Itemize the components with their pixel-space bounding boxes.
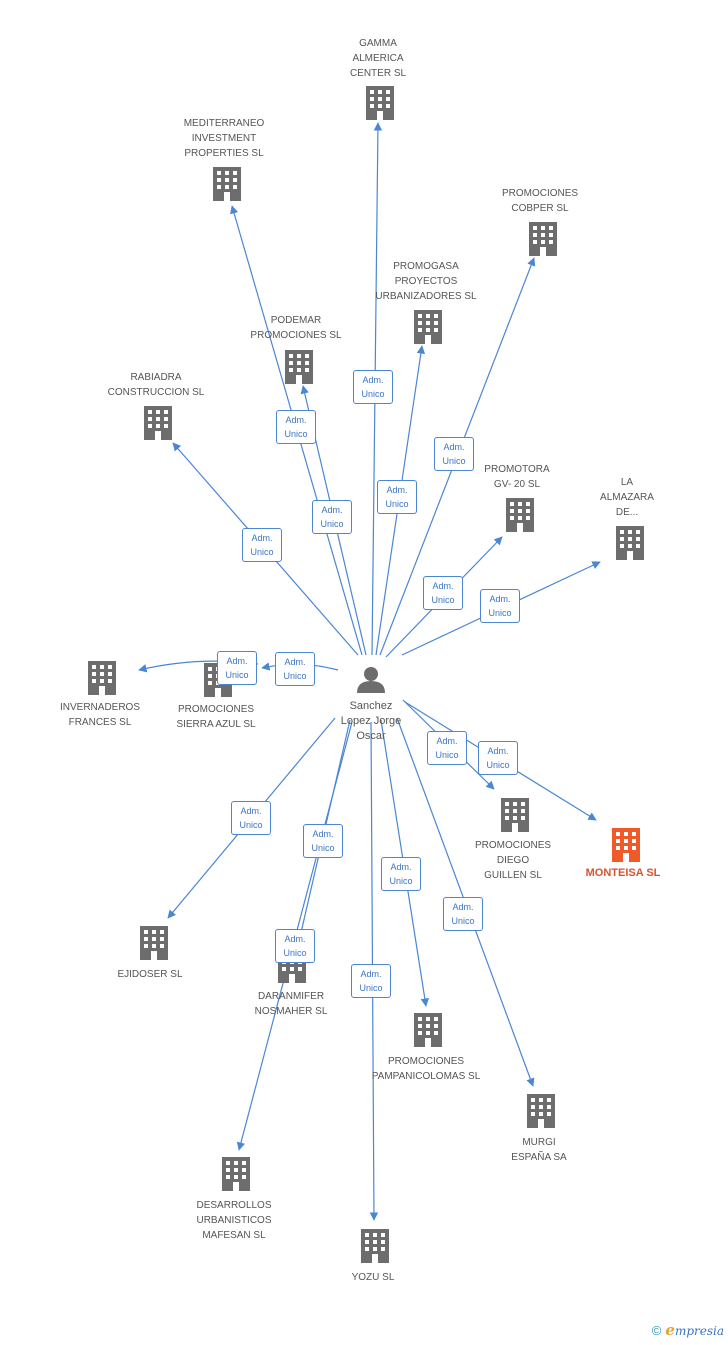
role-badge-guillen[interactable]: Adm. Unico (427, 731, 467, 765)
role-badge-almazara[interactable]: Adm. Unico (480, 589, 520, 623)
company-label-rabiadra[interactable]: RABIADRA CONSTRUCCION SL (107, 372, 205, 398)
company-label-pampanicolomas[interactable]: PROMOCIONES PAMPANICOLOMAS SL (371, 1056, 481, 1082)
role-badge-mediterraneo[interactable]: Adm. Unico (312, 500, 352, 534)
company-label-cobper[interactable]: PROMOCIONES COBPER SL (501, 188, 579, 214)
company-label-almazara[interactable]: LA ALMAZARA DE... (600, 477, 654, 518)
company-label-mafesan[interactable]: DESARROLLOS URBANISTICOS MAFESAN SL (196, 1200, 272, 1241)
role-badge-murgi[interactable]: Adm. Unico (443, 897, 483, 931)
building-icon-promogasa[interactable] (414, 310, 442, 344)
brand-logo-text: mpresia (674, 1324, 724, 1338)
building-icon-guillen[interactable] (501, 798, 529, 832)
role-badge-ejidoser[interactable]: Adm. Unico (231, 801, 271, 835)
role-badge-podemar[interactable]: Adm. Unico (276, 410, 316, 444)
role-badge-gamma[interactable]: Adm. Unico (353, 370, 393, 404)
role-badge-pampanicolomas[interactable]: Adm. Unico (381, 857, 421, 891)
building-icon-almazara[interactable] (616, 526, 644, 560)
company-label-sierra[interactable]: PROMOCIONES SIERRA AZUL SL (176, 704, 256, 730)
building-icon-pampanicolomas[interactable] (414, 1013, 442, 1047)
role-badge-rabiadra[interactable]: Adm. Unico (242, 528, 282, 562)
company-label-promotora[interactable]: PROMOTORA GV- 20 SL (484, 464, 550, 490)
role-badge-promogasa[interactable]: Adm. Unico (377, 480, 417, 514)
building-icon-invernaderos[interactable] (88, 661, 116, 695)
company-label-monteisa[interactable]: MONTEISA SL (585, 867, 661, 879)
copyright-symbol: © (651, 1323, 662, 1338)
company-label-guillen[interactable]: PROMOCIONES DIEGO GUILLEN SL (474, 840, 552, 881)
building-icon-podemar[interactable] (285, 350, 313, 384)
company-label-gamma[interactable]: GAMMA ALMERICA CENTER SL (349, 38, 407, 79)
company-label-murgi[interactable]: MURGI ESPAÑA SA (511, 1137, 567, 1163)
person-label[interactable]: Sanchez Lopez Jorge Oscar (340, 700, 402, 742)
person-icon (357, 667, 385, 693)
role-badge-invernaderos[interactable]: Adm. Unico (275, 652, 315, 686)
brand-footer: ©empresia (652, 1321, 724, 1339)
company-label-promogasa[interactable]: PROMOGASA PROYECTOS URBANIZADORES SL (375, 261, 477, 302)
company-label-ejidoser[interactable]: EJIDOSER SL (117, 969, 183, 980)
brand-logo-e: e (665, 1321, 675, 1339)
building-icon-mediterraneo[interactable] (213, 167, 241, 201)
company-label-daranmifer[interactable]: DARANMIFER NOSMAHER SL (254, 991, 328, 1017)
company-label-podemar[interactable]: PODEMAR PROMOCIONES SL (250, 315, 342, 341)
building-icon-cobper[interactable] (529, 222, 557, 256)
role-badge-daranmifer[interactable]: Adm. Unico (303, 824, 343, 858)
role-badge-promotora[interactable]: Adm. Unico (423, 576, 463, 610)
building-icon-ejidoser[interactable] (140, 926, 168, 960)
building-icon-mafesan[interactable] (222, 1157, 250, 1191)
role-badge-monteisa[interactable]: Adm. Unico (478, 741, 518, 775)
role-badge-cobper[interactable]: Adm. Unico (434, 437, 474, 471)
company-label-mediterraneo[interactable]: MEDITERRANEO INVESTMENT PROPERTIES SL (183, 118, 265, 159)
building-icon-murgi[interactable] (527, 1094, 555, 1128)
building-icon-rabiadra[interactable] (144, 406, 172, 440)
building-icon-yozu[interactable] (361, 1229, 389, 1263)
building-icon-gamma[interactable] (366, 86, 394, 120)
role-badge-mafesan[interactable]: Adm. Unico (275, 929, 315, 963)
role-badge-sierra[interactable]: Adm. Unico (217, 651, 257, 685)
building-icon-promotora[interactable] (506, 498, 534, 532)
role-badge-yozu[interactable]: Adm. Unico (351, 964, 391, 998)
company-label-invernaderos[interactable]: INVERNADEROS FRANCES SL (59, 702, 140, 728)
company-label-yozu[interactable]: YOZU SL (351, 1272, 395, 1283)
building-icon-monteisa[interactable] (612, 828, 640, 862)
